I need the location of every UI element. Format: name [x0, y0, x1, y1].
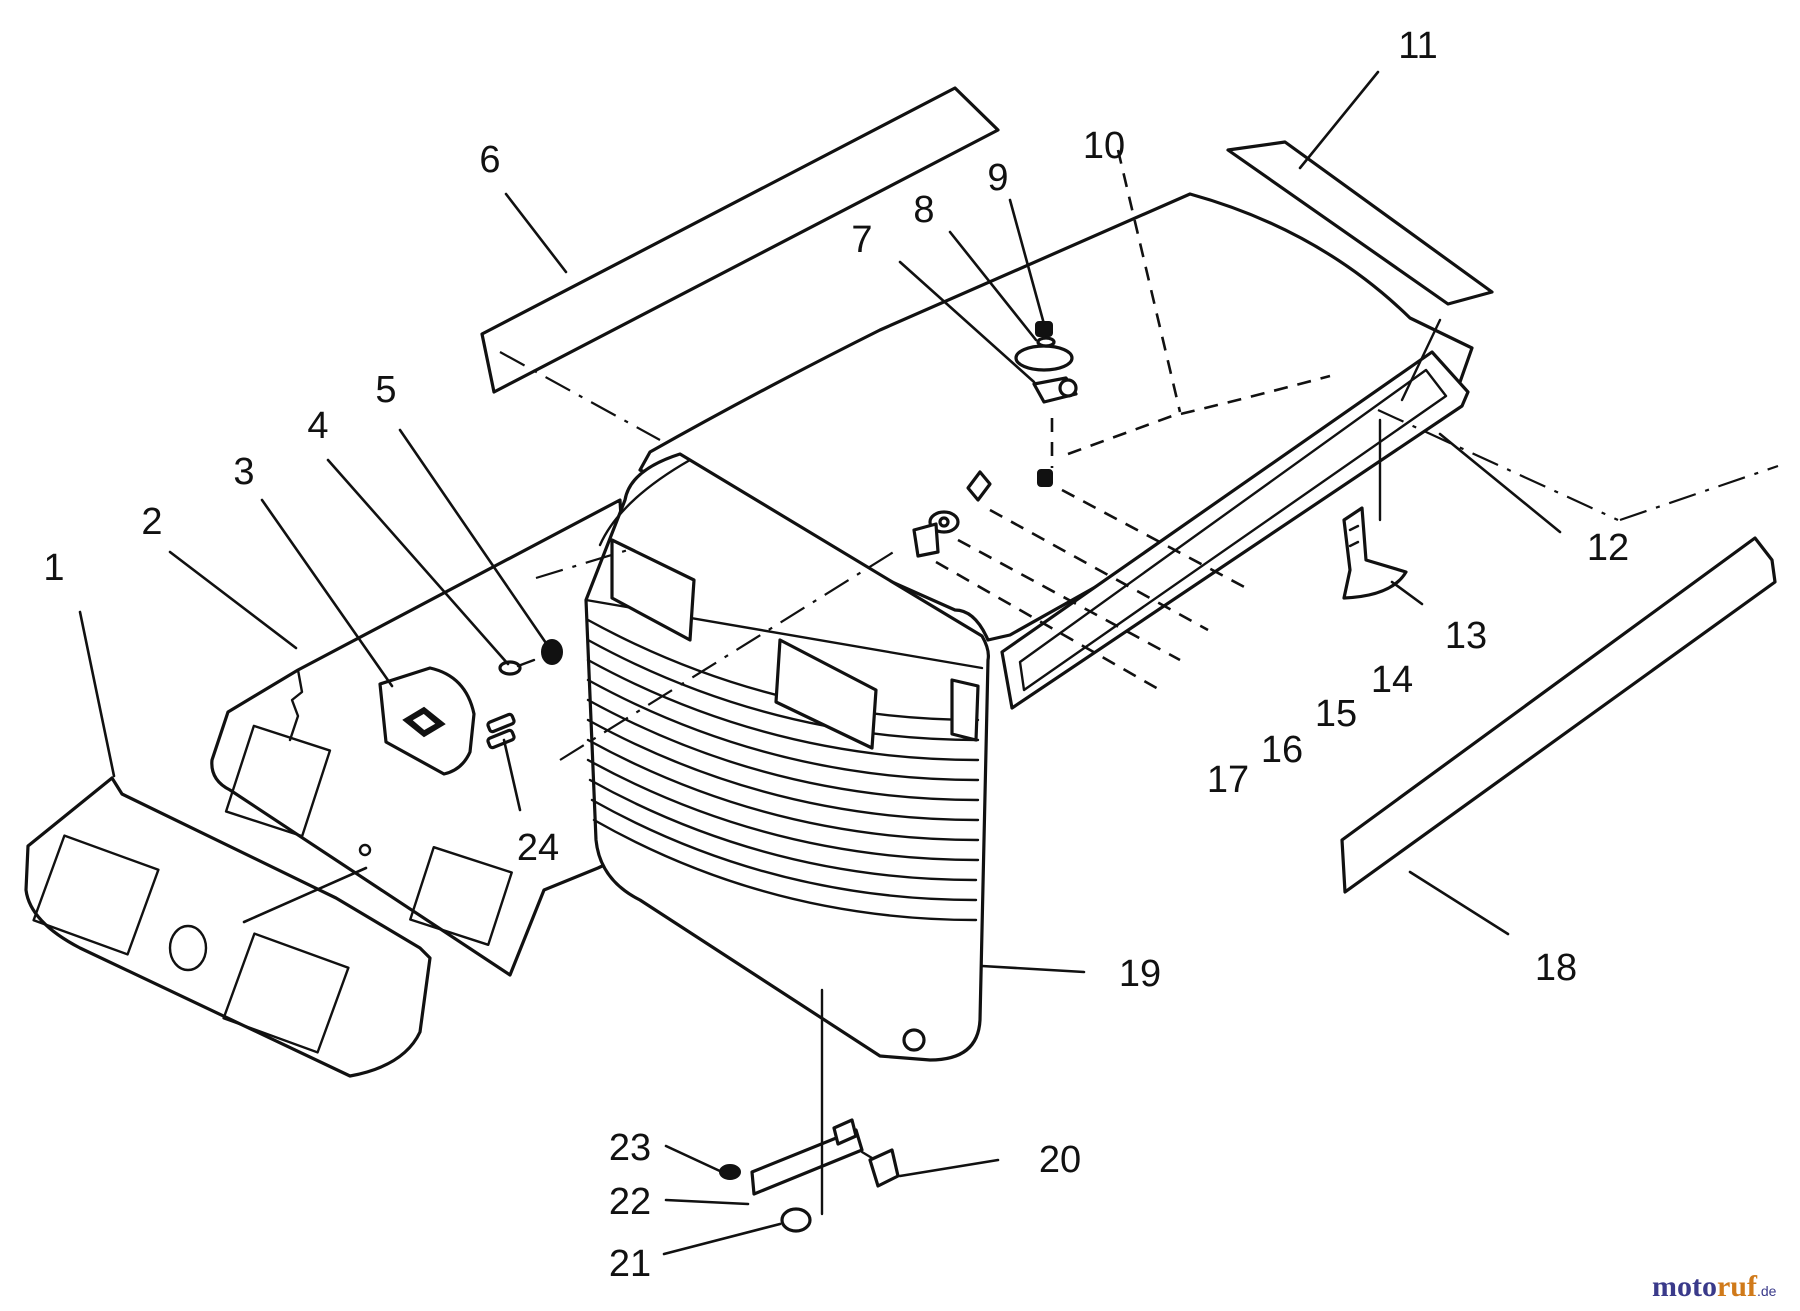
callout-18: 18 — [1535, 947, 1577, 989]
callout-9: 9 — [987, 157, 1008, 199]
watermark-logo: motoruf.de — [1652, 1270, 1777, 1303]
watermark-brand-b: ruf — [1717, 1270, 1758, 1303]
part-19-grille — [584, 452, 990, 1062]
callout-24: 24 — [517, 827, 559, 869]
callout-16: 16 — [1261, 729, 1303, 771]
callout-23: 23 — [609, 1127, 651, 1169]
latch-hardware — [1014, 321, 1078, 487]
callout-5: 5 — [375, 369, 396, 411]
part-1-front-bumper — [24, 776, 432, 1078]
hood-body — [638, 192, 1474, 710]
callout-2: 2 — [141, 501, 162, 543]
callout-17: 17 — [1207, 759, 1249, 801]
callout-3: 3 — [233, 451, 254, 493]
callout-numbers: 1 2 3 4 5 6 7 8 9 10 11 12 13 14 15 16 1… — [43, 25, 1629, 1285]
callout-1: 1 — [43, 547, 64, 589]
grille-slats — [586, 618, 980, 922]
callout-11: 11 — [1398, 25, 1437, 67]
callout-4: 4 — [307, 405, 328, 447]
part-4-fastener — [498, 658, 536, 676]
callout-10: 10 — [1083, 125, 1125, 167]
part-18-hood-side-panel — [1340, 536, 1777, 894]
callout-7: 7 — [851, 219, 872, 261]
callout-22: 22 — [609, 1181, 651, 1223]
callout-14: 14 — [1371, 659, 1413, 701]
callout-19: 19 — [1119, 953, 1161, 995]
callout-12: 12 — [1587, 527, 1629, 569]
callout-20: 20 — [1039, 1139, 1081, 1181]
watermark-brand-a: moto — [1652, 1270, 1717, 1303]
part-14-17-hardware — [912, 470, 992, 558]
watermark-tld: .de — [1757, 1283, 1777, 1299]
callout-21: 21 — [609, 1243, 651, 1285]
part-3-badge-plate — [378, 666, 476, 776]
svg-text:motoruf.de: motoruf.de — [1652, 1270, 1777, 1303]
callout-6: 6 — [479, 139, 500, 181]
part-6-hood-side-panel — [480, 86, 1000, 394]
part-13-latch-bracket — [1342, 506, 1408, 600]
bottom-hardware — [719, 1118, 900, 1233]
part-11-hood-trim-strip — [1226, 140, 1494, 306]
callout-8: 8 — [913, 189, 934, 231]
callout-15: 15 — [1315, 693, 1357, 735]
leader-lines — [78, 70, 1562, 1256]
callout-13: 13 — [1445, 615, 1487, 657]
part-24-clips — [486, 712, 516, 750]
assembly-lines — [499, 149, 1779, 1216]
